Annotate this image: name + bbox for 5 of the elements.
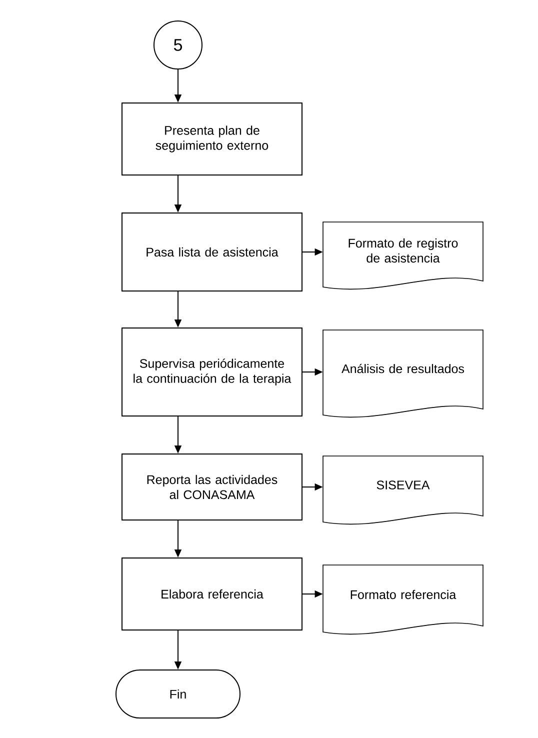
process-box: Elabora referencia	[122, 558, 302, 630]
process-box: Presenta plan de seguimiento externo	[122, 102, 302, 176]
process-box: Reporta las actividades al CONASAMA	[122, 454, 302, 520]
process-box: Supervisa periódicamente la continuación de la terapia	[122, 328, 302, 416]
process-box: Pasa lista de asistencia	[122, 212, 302, 292]
